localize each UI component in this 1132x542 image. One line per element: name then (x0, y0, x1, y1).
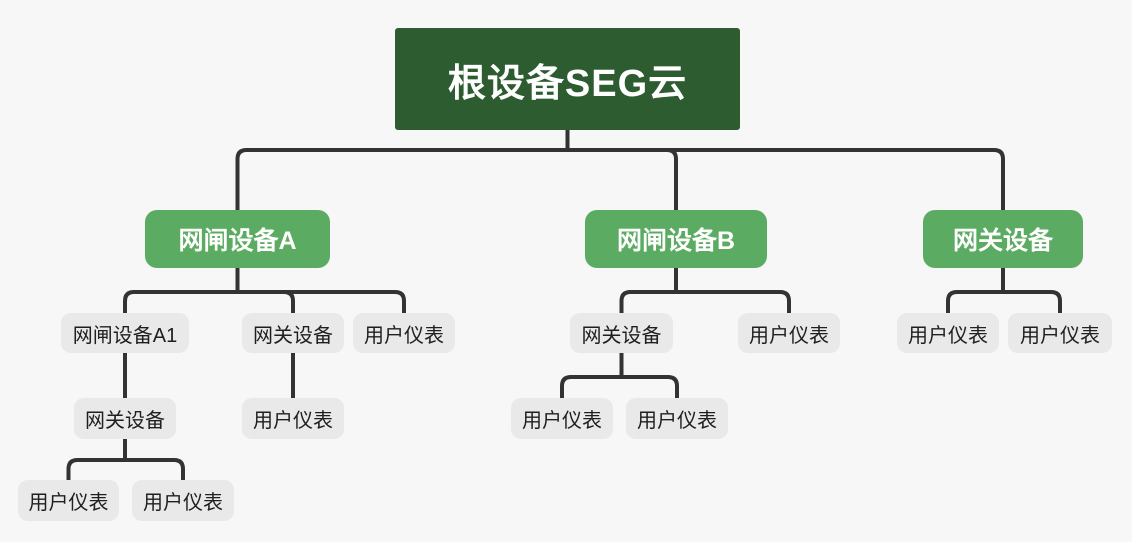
connector-gatekeeper-b-to-gateway-under-b (619, 268, 678, 313)
tree-node-meter-under-gw-2[interactable]: 用户仪表 (1008, 313, 1112, 353)
connector-root-to-gatekeeper-a (235, 130, 570, 210)
tree-node-gatekeeper-b[interactable]: 网闸设备B (585, 210, 767, 268)
connector-gateway-right-to-meter-under-gw-2 (1001, 268, 1062, 313)
tree-node-meter-under-gw-1[interactable]: 用户仪表 (897, 313, 999, 353)
tree-node-meter-under-b[interactable]: 用户仪表 (738, 313, 840, 353)
connector-gatekeeper-a-to-meter-under-a (235, 268, 406, 313)
tree-node-gateway-under-a1[interactable]: 网关设备 (74, 398, 176, 439)
connector-gateway-under-a1-to-meter-under-a1g-2 (123, 439, 185, 480)
tree-node-gateway-under-b[interactable]: 网关设备 (570, 313, 673, 353)
tree-node-gateway-under-a[interactable]: 网关设备 (242, 313, 344, 353)
tree-node-meter-under-bg-2[interactable]: 用户仪表 (626, 398, 728, 439)
connector-root-to-gatekeeper-b (565, 130, 678, 210)
connector-root-to-gateway-right (565, 130, 1005, 210)
connector-gateway-under-b-to-meter-under-bg-1 (560, 353, 624, 398)
tree-node-meter-under-a[interactable]: 用户仪表 (353, 313, 455, 353)
connector-gateway-under-a1-to-meter-under-a1g-1 (66, 439, 127, 480)
tree-node-gateway-right[interactable]: 网关设备 (923, 210, 1083, 268)
connector-gatekeeper-b-to-meter-under-b (674, 268, 791, 313)
tree-node-gatekeeper-a[interactable]: 网闸设备A (145, 210, 330, 268)
tree-node-meter-under-a1g-1[interactable]: 用户仪表 (18, 480, 119, 521)
connector-gateway-under-b-to-meter-under-bg-2 (619, 353, 679, 398)
connector-gatekeeper-a-to-gatekeeper-a1 (123, 268, 240, 313)
tree-node-gatekeeper-a1[interactable]: 网闸设备A1 (61, 313, 189, 353)
tree-node-meter-under-a1g-2[interactable]: 用户仪表 (132, 480, 234, 521)
tree-node-root[interactable]: 根设备SEG云 (395, 28, 740, 130)
tree-node-meter-under-ag[interactable]: 用户仪表 (242, 398, 344, 439)
tree-node-meter-under-bg-1[interactable]: 用户仪表 (511, 398, 613, 439)
connector-gateway-right-to-meter-under-gw-1 (946, 268, 1005, 313)
